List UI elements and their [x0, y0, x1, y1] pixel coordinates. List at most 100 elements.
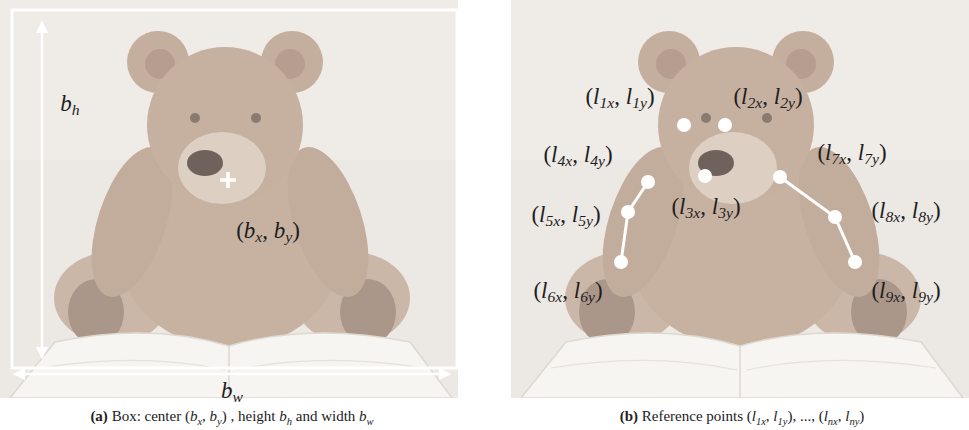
text-part: 7y — [864, 150, 879, 167]
text-part: 3y — [718, 204, 733, 221]
text-part: l — [584, 142, 590, 167]
text-part: , — [900, 198, 912, 223]
width-arrow — [14, 373, 450, 376]
text-part: 9x — [886, 288, 901, 305]
point-label: (l1x, l1y) — [585, 84, 654, 113]
point-label: (l4x, l4y) — [543, 142, 612, 171]
text-part: 8x — [886, 208, 901, 225]
text-part: 5x — [546, 212, 561, 229]
text-part: l — [752, 408, 756, 424]
teddy-bear-photo — [0, 0, 458, 398]
text-part: , — [762, 84, 774, 109]
text-part: , — [562, 278, 574, 303]
text-part: ( — [585, 84, 593, 109]
text-part: ( — [543, 142, 551, 167]
text-part: b — [274, 218, 286, 243]
text-part: ( — [531, 202, 539, 227]
reference-point — [677, 118, 691, 132]
text-part: l — [912, 198, 918, 223]
text-part: ( — [236, 218, 244, 243]
text-part: w — [233, 388, 243, 405]
height-arrow — [41, 22, 44, 358]
text-part: , — [614, 84, 626, 109]
text-part: l — [541, 278, 547, 303]
text-part: l — [572, 202, 578, 227]
text-part: 7x — [832, 150, 847, 167]
text-part: h — [72, 101, 80, 118]
text-part: , — [766, 408, 774, 424]
point-label: (l9x, l9y) — [871, 278, 940, 307]
panel-b-photo — [511, 0, 969, 398]
reference-point — [848, 255, 862, 269]
reference-point — [641, 175, 655, 189]
text-part: 4y — [590, 152, 605, 169]
text-part: ) — [795, 84, 803, 109]
text-part: , — [900, 278, 912, 303]
text-part: ) — [933, 198, 941, 223]
text-part: , — [846, 140, 858, 165]
text-part: x — [197, 416, 202, 427]
limb-line — [780, 177, 855, 262]
text-part: , — [572, 142, 584, 167]
text-part: l — [879, 278, 885, 303]
bounding-box — [12, 10, 457, 368]
text-part: h — [287, 416, 292, 427]
text-part: w — [367, 416, 374, 427]
dimension-label: bw — [221, 378, 243, 407]
text-part: b — [60, 91, 72, 116]
text-part: b — [221, 378, 233, 403]
text-part: l — [912, 278, 918, 303]
text-part: l — [574, 278, 580, 303]
text-part: , — [838, 408, 846, 424]
text-part: 4x — [558, 152, 573, 169]
reference-point — [621, 205, 635, 219]
text-part: l — [626, 84, 632, 109]
text-part: (b) — [620, 408, 638, 424]
text-part: ) — [879, 140, 887, 165]
point-label: (l3x, l3y) — [671, 194, 740, 223]
text-part: l — [824, 408, 828, 424]
text-part: ) — [733, 194, 741, 219]
point-label: (l7x, l7y) — [817, 140, 886, 169]
text-part: 9y — [918, 288, 933, 305]
text-part: l — [774, 84, 780, 109]
text-part: , — [262, 218, 274, 243]
text-part: ) — [859, 408, 864, 424]
text-part: b — [190, 408, 198, 424]
text-part: ( — [871, 198, 879, 223]
point-label: (bx, by) — [236, 218, 300, 247]
text-part: l — [858, 140, 864, 165]
reference-point — [718, 118, 732, 132]
text-part: ( — [533, 278, 541, 303]
text-part: x — [255, 228, 262, 245]
text-part: y — [285, 228, 292, 245]
text-part: l — [825, 140, 831, 165]
text-part: ( — [671, 194, 679, 219]
text-part: ), ..., ( — [787, 408, 823, 424]
text-part: l — [539, 202, 545, 227]
reference-point — [614, 255, 628, 269]
text-part: y — [217, 416, 222, 427]
text-part: ) — [933, 278, 941, 303]
text-part: ( — [871, 278, 879, 303]
text-part: 2x — [748, 94, 763, 111]
text-part: , — [202, 408, 210, 424]
text-part: 5y — [578, 212, 593, 229]
text-part: l — [879, 198, 885, 223]
text-part: b — [279, 408, 287, 424]
text-part: nx — [828, 416, 838, 427]
text-part: 6y — [580, 288, 595, 305]
text-part: , — [700, 194, 712, 219]
reference-point — [698, 169, 712, 183]
text-part: 1x — [600, 94, 615, 111]
reference-point — [773, 170, 787, 184]
text-part: l — [712, 194, 718, 219]
text-part: ) — [292, 218, 300, 243]
text-part: l — [593, 84, 599, 109]
dimension-label: bh — [60, 91, 79, 120]
point-label: (l5x, l5y) — [531, 202, 600, 231]
teddy-bear-photo — [511, 0, 969, 398]
point-label: (l8x, l8y) — [871, 198, 940, 227]
